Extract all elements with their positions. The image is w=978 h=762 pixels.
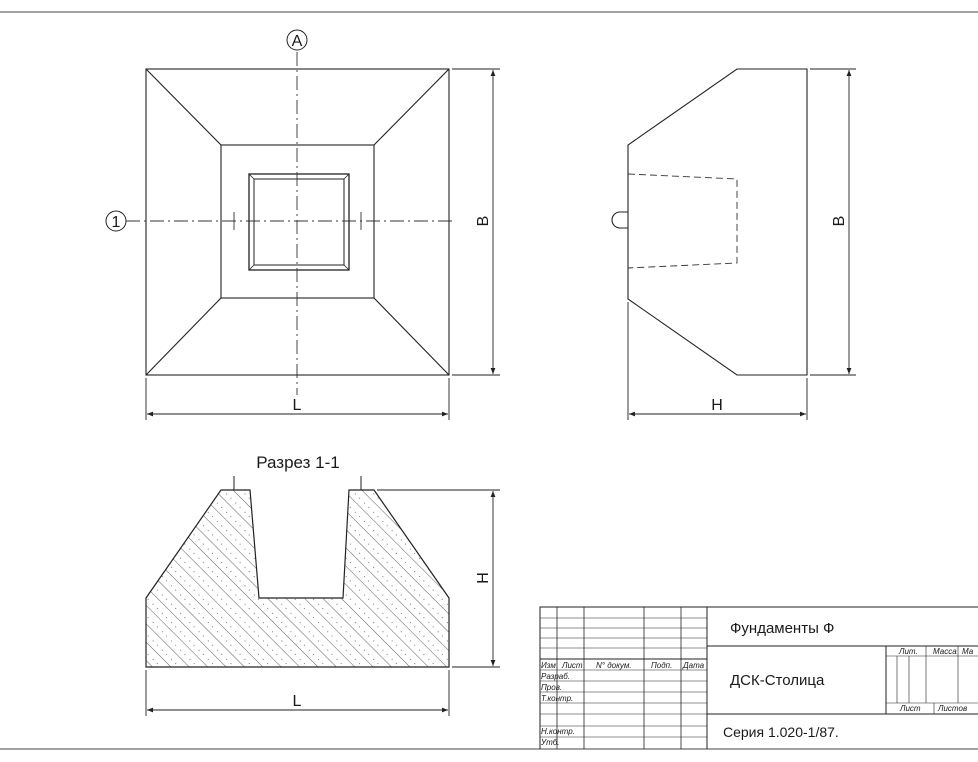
side-dim-height [810, 68, 856, 376]
title-block-series: Серия 1.020-1/87. [723, 724, 839, 740]
plan-axis-lines [126, 52, 455, 395]
title-block-stage-headers: Лит. Масса Ма Лист Листов [898, 647, 974, 713]
section-dim-width-label: L [293, 693, 302, 710]
stage-mass: Масса [933, 647, 957, 656]
stage-scale: Ма [962, 647, 974, 656]
sheets-label: Листов [937, 704, 967, 713]
title-block-organization: ДСК-Столица [730, 672, 825, 689]
header-doc-number: N° докум. [596, 661, 632, 670]
sheet-frame [0, 11, 978, 750]
plan-dim-height [452, 68, 500, 376]
role-checker: Пров. [541, 683, 562, 692]
side-dim-width [627, 302, 808, 420]
side-view-hidden-socket [627, 173, 738, 269]
section-cut-marks [233, 476, 362, 490]
axis-letter-label: A [292, 33, 303, 50]
section-dim-height-label: H [475, 572, 492, 584]
section-title: Разрез 1-1 [256, 453, 339, 472]
role-approved: Утб. [540, 738, 560, 747]
role-norm-control: Н.контр. [541, 727, 575, 736]
title-block-column-headers: Изм Лист N° докум. Подп. Дата [541, 661, 705, 670]
title-block [539, 606, 978, 749]
header-izm: Изм [541, 661, 556, 670]
side-view [611, 68, 808, 376]
section-dim-height [377, 489, 500, 668]
section-dim-width [145, 670, 450, 716]
plan-dim-width [145, 378, 450, 420]
axis-bubble-1: 1 [105, 210, 127, 232]
title-block-roles: Разраб. Пров. Т.контр. Н.контр. Утб. [540, 672, 575, 747]
side-dim-height-label: B [831, 216, 848, 227]
stage-lit: Лит. [898, 647, 918, 656]
sheet-label: Лист [899, 704, 921, 713]
role-developer: Разраб. [541, 672, 570, 681]
plan-dim-height-label: B [475, 216, 492, 227]
plan-dim-width-label: L [293, 397, 302, 414]
axis-bubble-a: A [286, 29, 308, 51]
section-view [145, 489, 450, 668]
header-list: Лист [561, 661, 583, 670]
plan-view [145, 68, 450, 376]
role-tech-control: Т.контр. [541, 694, 573, 703]
side-dim-width-label: H [711, 397, 723, 414]
header-date: Дата [682, 661, 705, 670]
title-block-name: Фундаменты Ф [730, 620, 834, 637]
header-signature: Подп. [651, 661, 672, 670]
axis-number-label: 1 [112, 214, 121, 231]
